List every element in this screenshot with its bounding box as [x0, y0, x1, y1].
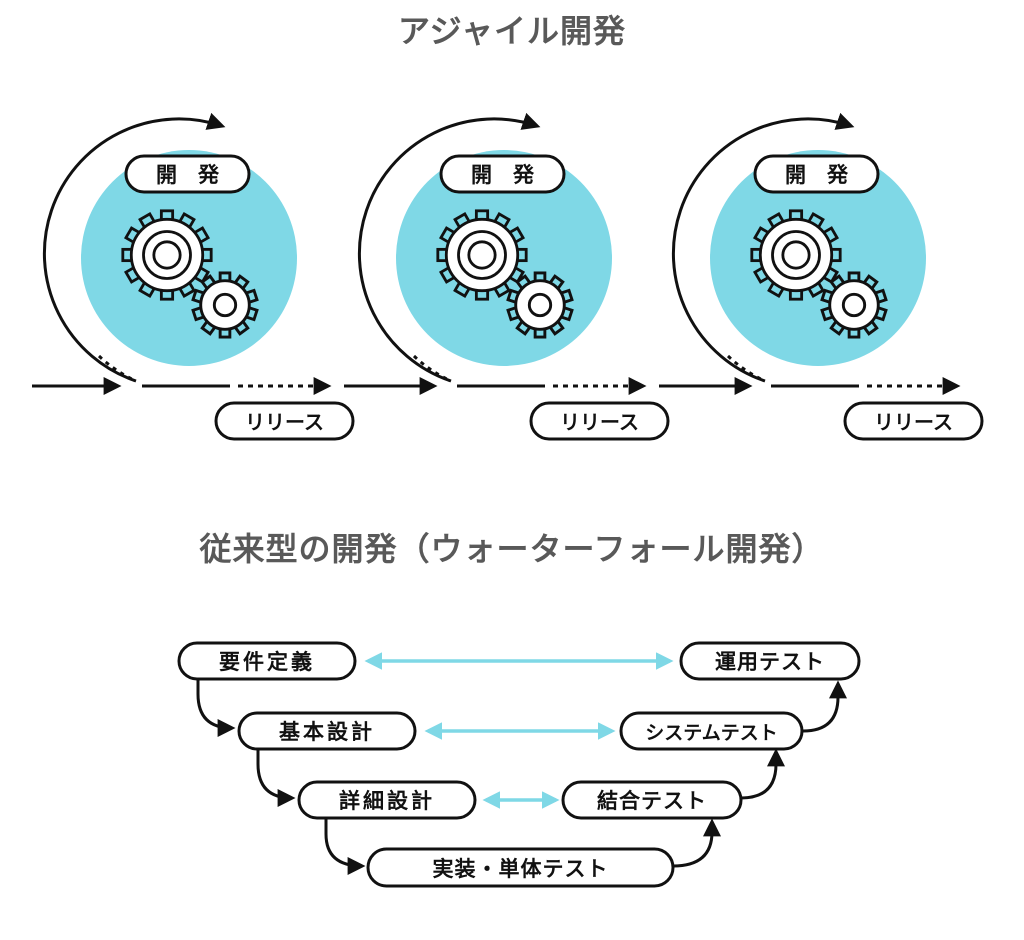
step-operation-test-label: 運用テスト — [715, 650, 825, 674]
step-basic-design-label: 基本設計 — [279, 720, 375, 744]
flow-arrow-5 — [740, 748, 785, 800]
step-implementation-label: 実装・単体テスト — [433, 857, 609, 881]
waterfall-title: 従来型の開発（ウォーターフォール開発） — [199, 530, 825, 568]
release-label: リリース — [874, 410, 953, 434]
step-operation-test — [679, 641, 861, 681]
gear-small-icon — [506, 271, 574, 339]
step-system-test-label: システムテスト — [645, 722, 777, 744]
dev-label: 開 発 — [785, 163, 849, 187]
flow-arrow-1 — [196, 678, 236, 737]
agile-cycle-1: 開 発 リリース — [43, 112, 355, 441]
step-requirements — [177, 641, 357, 681]
step-requirements-label: 要件定義 — [219, 650, 315, 674]
cycle-arrow — [358, 112, 541, 383]
dev-label: 開 発 — [471, 163, 535, 187]
step-basic-design — [237, 711, 417, 751]
dev-pill — [753, 154, 880, 194]
flow-arrow-6 — [802, 680, 847, 733]
release-label: リリース — [560, 410, 639, 434]
flow-arrow-2 — [256, 748, 296, 807]
dev-label: 開 発 — [156, 163, 220, 187]
gear-small-icon — [820, 271, 888, 339]
cycle-arrow — [43, 112, 226, 383]
cycle-dashed-segment — [97, 354, 137, 383]
release-pill — [529, 401, 670, 441]
step-integration-test — [561, 780, 743, 820]
cycle-arrow — [672, 112, 855, 383]
agile-cycle-2: 開 発 リリース — [358, 112, 670, 441]
gear-small-icon — [191, 271, 259, 339]
agile-title: アジャイル開発 — [397, 12, 627, 50]
step-detailed-design-label: 詳細設計 — [339, 789, 435, 813]
cycle-dashed-segment — [726, 354, 766, 383]
flow-arrow-3 — [324, 818, 366, 875]
release-pill — [214, 401, 355, 441]
step-implementation — [366, 847, 675, 888]
cycle-dashed-segment — [412, 354, 452, 383]
step-system-test — [619, 711, 804, 751]
dev-pill — [439, 154, 566, 194]
agile-cycle-3: 開 発 リリース — [672, 112, 984, 441]
release-label: リリース — [245, 410, 324, 434]
release-pill — [843, 401, 984, 441]
step-detailed-design — [297, 780, 477, 820]
step-integration-test-label: 結合テスト — [597, 789, 707, 813]
flow-arrow-4 — [672, 818, 721, 868]
dev-pill — [124, 154, 251, 194]
